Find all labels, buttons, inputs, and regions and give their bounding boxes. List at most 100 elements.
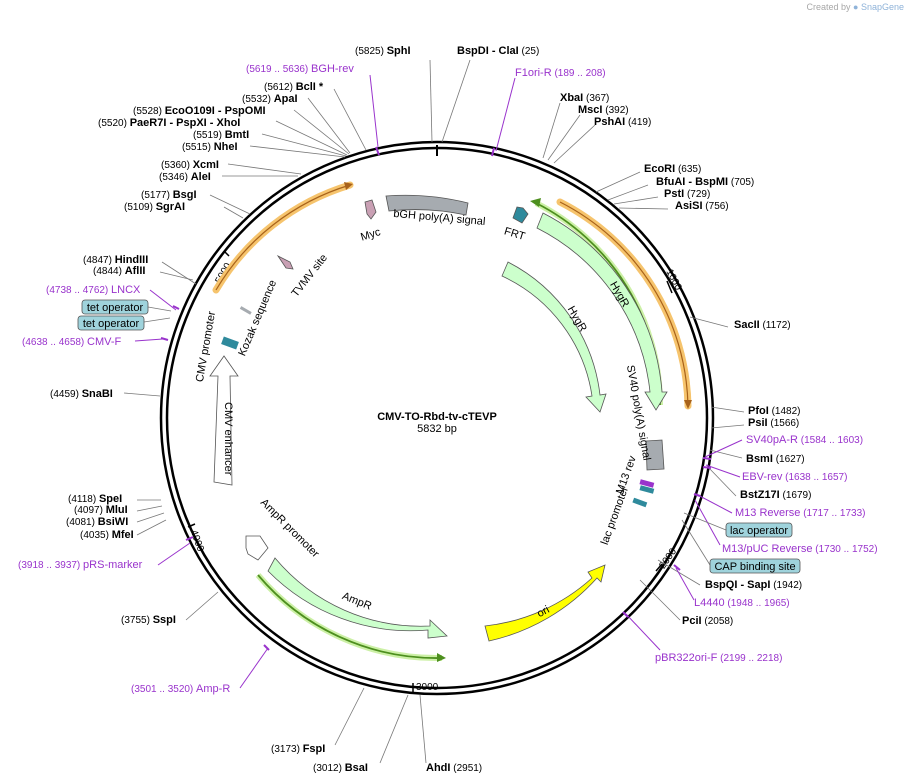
site-hindiii: (4847) HindIII	[83, 254, 148, 266]
primer-m13puc-reverse: M13/pUC Reverse (1730 .. 1752)	[722, 543, 878, 555]
primer-line-cmv-f	[134, 338, 164, 342]
feature-label-frt: FRT	[503, 225, 527, 243]
primer-marker-sv40pa-r	[702, 457, 712, 460]
site-alei: (5346) AleI	[159, 171, 211, 183]
tick-1000	[666, 280, 673, 294]
primer-line-bgh-rev	[369, 74, 379, 148]
leader-xcmi	[227, 163, 302, 175]
box-tet-operator-2-label: tet operator	[83, 318, 140, 330]
primer-line-prs-marker	[157, 542, 191, 566]
tick-2000	[655, 563, 663, 572]
primer-ebv-rev: EBV-rev (1638 .. 1657)	[742, 471, 847, 483]
restriction-site-labels: (5825) SphI BspDI - ClaI (25) XbaI (367)…	[50, 45, 811, 774]
site-asisi: AsiSI (756)	[675, 200, 729, 212]
box-tet-operator-1: tet operator	[81, 299, 149, 315]
feature-cmv-enhancer	[209, 355, 239, 486]
primer-l4440: L4440 (1948 .. 1965)	[694, 597, 790, 609]
orf-orange-right-head	[684, 400, 692, 409]
primer-markers	[160, 146, 712, 651]
primer-line-amp-r	[239, 647, 269, 689]
credit-brand: SnapGene	[860, 2, 904, 12]
primer-marker-bgh-rev	[375, 146, 380, 156]
primer-labels: (5619 .. 5636) BGH-rev F1ori-R (189 .. 2…	[18, 63, 878, 695]
orf-green-ampr-line	[257, 574, 443, 659]
site-pshai: PshAI (419)	[594, 116, 651, 128]
feature-frt	[512, 206, 529, 224]
site-mlui: (4097) MluI	[74, 504, 128, 516]
box-tet-operator-1-label: tet operator	[87, 302, 144, 314]
site-psti: PstI (729)	[664, 188, 710, 200]
leader-msci	[547, 114, 581, 161]
leader-bstz17i	[707, 466, 737, 497]
site-spei: (4118) SpeI	[68, 493, 122, 505]
primer-marker-pbr322ori-f	[622, 611, 629, 618]
primer-m13-reverse: M13 Reverse (1717 .. 1733)	[735, 507, 865, 519]
leader-paer7i	[275, 120, 348, 156]
leader-apai	[307, 97, 351, 154]
site-fspi: (3173) FspI	[271, 743, 325, 755]
feature-ori	[484, 564, 606, 642]
primer-marker-ebv-rev	[702, 466, 712, 469]
primer-line-ebv-rev	[705, 464, 741, 478]
feature-label-ori: ori	[535, 604, 551, 620]
leader-psti	[613, 196, 659, 205]
primer-line-pbr322ori-f	[625, 613, 661, 651]
site-xbai: XbaI (367)	[560, 92, 609, 104]
primer-line-lncx	[149, 289, 177, 311]
feature-hygr-outer	[536, 212, 668, 411]
leader-ecori	[595, 171, 641, 193]
site-mfei: (4035) MfeI	[80, 529, 134, 541]
plasmid-length: 5832 bp	[417, 423, 457, 435]
primer-marker-amp-r	[263, 644, 270, 651]
tick-4000	[187, 523, 196, 528]
primer-line-l4440	[675, 567, 695, 601]
primer-sv40pa-r: SV40pA-R (1584 .. 1603)	[746, 434, 863, 446]
feature-label-cmv-enhancer: CMV enhancer	[222, 402, 234, 476]
site-bsiwi: (4081) BsiWI	[66, 516, 128, 528]
feature-bgh-polya	[385, 194, 469, 216]
site-bmti: (5519) BmtI	[193, 129, 249, 141]
leader-nhei	[249, 145, 346, 158]
boxed-feature-labels: lac operator CAP binding site tet operat…	[77, 299, 801, 574]
leader-sphi	[429, 59, 433, 143]
primer-marker-l4440	[673, 564, 681, 571]
box-lac-operator-bg	[725, 522, 793, 538]
site-psii: PsiI (1566)	[748, 417, 799, 429]
plasmid-title: CMV-TO-Rbd-tv-cTEVP 5832 bp	[377, 411, 497, 435]
feature-kozak-marker	[239, 306, 252, 315]
leader-bmti	[261, 133, 347, 157]
leader-mlui	[136, 505, 163, 512]
feature-label-bgh-polya: bGH poly(A) signal	[393, 208, 486, 228]
site-pcii: PciI (2058)	[682, 615, 733, 627]
primer-f1ori-r: F1ori-R (189 .. 208)	[515, 67, 606, 79]
site-aflii: (4844) AflII	[93, 265, 145, 277]
site-sspi: (3755) SspI	[121, 614, 176, 626]
primer-leader-lines	[134, 74, 743, 689]
site-msci: MscI (392)	[578, 104, 629, 116]
site-paer7i: (5520) PaeR7I - PspXI - XhoI	[98, 117, 240, 129]
leader-bsgi	[209, 194, 251, 215]
box-cap-binding-site-bg	[709, 558, 801, 574]
box-lac-operator-label: lac operator	[730, 525, 788, 537]
primer-marker-m13-reverse	[693, 493, 701, 497]
orf-orange-left-head	[344, 182, 353, 190]
site-bstz17i: BstZ17I (1679)	[740, 489, 811, 501]
tick-label-3000: 3000	[416, 682, 439, 693]
boxed-leader-lines	[143, 306, 727, 566]
box-lac-operator: lac operator	[725, 522, 793, 538]
leader-asisi	[618, 207, 669, 210]
leader-ahdi	[419, 694, 427, 764]
plasmid-name: CMV-TO-Rbd-tv-cTEVP	[377, 411, 497, 423]
leader-bsai	[379, 694, 409, 764]
feature-label-ampr: AmpR	[340, 590, 373, 613]
leader-snabi	[123, 392, 161, 397]
site-bsgi: (5177) BsgI	[141, 189, 197, 201]
site-ecori: EcoRI (635)	[644, 163, 701, 175]
leader-sacii	[689, 316, 729, 328]
site-ahdi: AhdI (2951)	[426, 762, 482, 774]
site-bcli: (5612) BclI *	[264, 81, 324, 93]
site-bsai: (3012) BsaI	[313, 762, 368, 774]
leader-ecoo109i	[293, 109, 350, 155]
orf-green-ampr-head	[437, 653, 446, 662]
